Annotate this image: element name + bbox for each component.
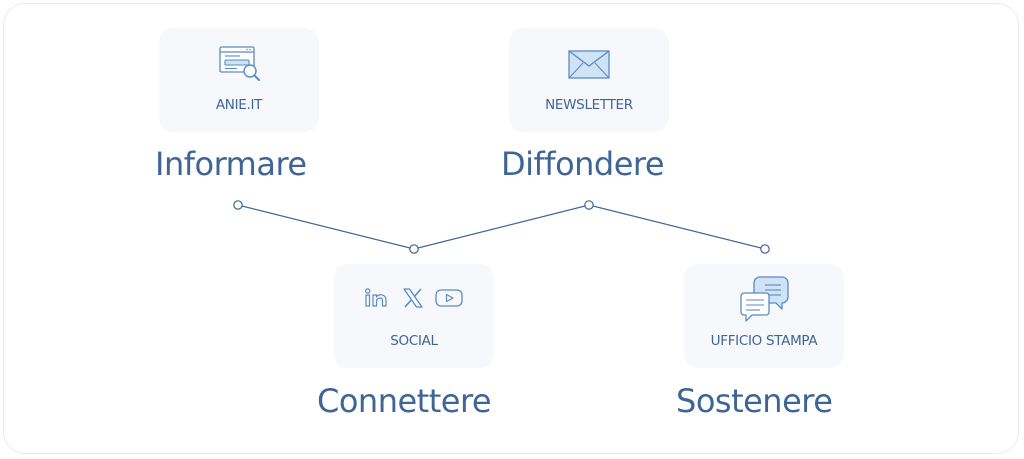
diagram-frame: ANIE.IT NEWSLETTER (3, 3, 1019, 454)
connector-node-connettere (409, 244, 419, 254)
card-social: SOCIAL (334, 264, 494, 368)
connector-line (233, 200, 770, 254)
card-label-newsletter: NEWSLETTER (545, 97, 633, 113)
card-label-social: SOCIAL (390, 333, 438, 349)
browser-search-icon (159, 42, 319, 86)
heading-diffondere: Diffondere (501, 145, 665, 183)
youtube-icon (434, 287, 464, 313)
linkedin-icon (364, 287, 392, 313)
card-label-anie-it: ANIE.IT (215, 97, 263, 113)
envelope-icon (509, 42, 669, 86)
card-ufficio-stampa: UFFICIO STAMPA (684, 264, 844, 368)
connector-path (237, 204, 766, 250)
heading-sostenere: Sostenere (676, 382, 833, 420)
heading-informare: Informare (155, 145, 307, 183)
social-icons (334, 278, 494, 322)
connector-node-sostenere (760, 244, 770, 254)
x-icon (402, 287, 424, 313)
heading-connettere: Connettere (317, 382, 492, 420)
card-newsletter: NEWSLETTER (509, 28, 669, 132)
chat-bubbles-icon (684, 276, 844, 322)
connector-node-informare (233, 200, 243, 210)
card-label-ufficio-stampa: UFFICIO STAMPA (710, 333, 818, 349)
card-anie-it: ANIE.IT (159, 28, 319, 132)
connector-node-diffondere (584, 200, 594, 210)
